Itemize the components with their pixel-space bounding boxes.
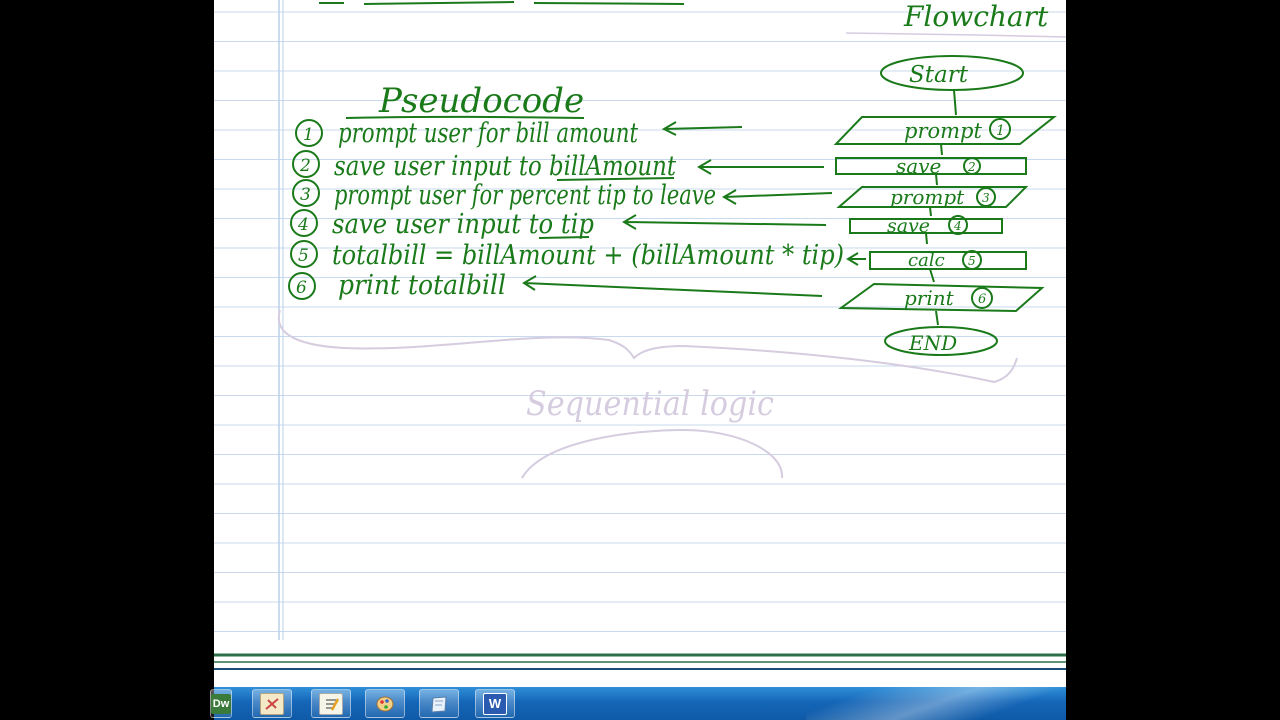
journal-icon [428,694,450,714]
word-icon: W [483,692,507,715]
flowchart-title: Flowchart [903,0,1049,33]
step-number-2: 2 [292,150,320,178]
taskbar-app-notepad[interactable] [311,689,351,718]
step-text-2: save user input to billAmount [334,151,676,182]
node-number-5: 5 [962,250,982,270]
step-number-4: 4 [290,209,318,237]
node-number-1: 1 [989,118,1011,140]
pseudocode-title: Pseudocode [378,81,584,121]
svg-text:1: 1 [303,125,314,145]
taskbar-app-journal[interactable] [419,689,459,718]
taskbar-app-dreamweaver[interactable]: Dw [210,689,232,718]
taskbar-app-word[interactable]: W [475,689,515,718]
node-number-4: 4 [948,215,968,235]
step-number-5: 5 [290,240,318,268]
prompt-node-3 [836,186,1029,208]
print-node-6 [837,282,1045,313]
step-text-5: totalbill = billAmount + (billAmount * t… [332,240,844,271]
svg-text:3: 3 [300,185,311,205]
start-terminal [880,55,1024,91]
save-node-2 [835,157,1027,175]
calc-label-5: calc [908,250,945,271]
svg-text:5: 5 [968,254,976,268]
step-number-3: 3 [292,179,320,207]
svg-text:2: 2 [967,160,976,174]
notebook-canvas: Pseudocode 1 2 3 4 5 6 prompt user for b… [214,0,1066,670]
svg-text:6: 6 [296,278,307,298]
step-number-6: 6 [288,272,316,300]
dreamweaver-icon: Dw [211,693,231,714]
svg-text:4: 4 [953,219,962,233]
step-number-1: 1 [295,119,323,147]
calc-node-5 [869,251,1027,270]
prompt-label-1: prompt [904,119,982,143]
svg-text:4: 4 [297,215,309,235]
svg-text:2: 2 [299,156,311,176]
step-text-3: prompt user for percent tip to leave [334,180,716,211]
paint-icon [374,694,396,714]
svg-text:1: 1 [996,123,1005,139]
title-underline [345,115,585,119]
ruled-lines [214,11,1066,632]
save-label-4: save [887,215,930,237]
underline-billamount [556,177,675,181]
faint-brace [277,309,1018,479]
flowchart-title-rule [845,32,1066,38]
node-number-6: 6 [971,287,993,309]
step-text-1: prompt user for bill amount [338,118,638,149]
node-number-3: 3 [976,187,996,207]
start-label: Start [909,62,969,88]
prompt-node-1 [833,116,1057,145]
taskbar-app-snipping-tool[interactable] [252,689,292,718]
node-number-2: 2 [963,157,981,175]
link-arrows [522,121,866,297]
end-label: END [908,331,957,355]
faint-label: Sequential logic [526,384,774,424]
step-text-4: save user input to tip [332,209,594,240]
save-label-2: save [896,154,941,178]
taskbar-app-paint[interactable] [365,689,405,718]
step-text-6: print totalbill [338,270,506,301]
svg-text:3: 3 [982,191,990,205]
taskbar-glow [806,687,1066,720]
taskbar: Dw W [210,687,1066,720]
notepad-icon [319,692,343,715]
snipping-tool-icon [260,692,284,715]
notebook-page: Pseudocode 1 2 3 4 5 6 prompt user for b… [214,0,1066,687]
flowchart [833,55,1057,356]
svg-text:6: 6 [978,292,986,307]
end-terminal [884,326,998,356]
svg-text:5: 5 [298,246,309,266]
print-label-6: print [904,286,955,310]
underline-tip [538,236,590,239]
prompt-label-3: prompt [890,185,965,209]
cutoff-ink [319,1,685,5]
